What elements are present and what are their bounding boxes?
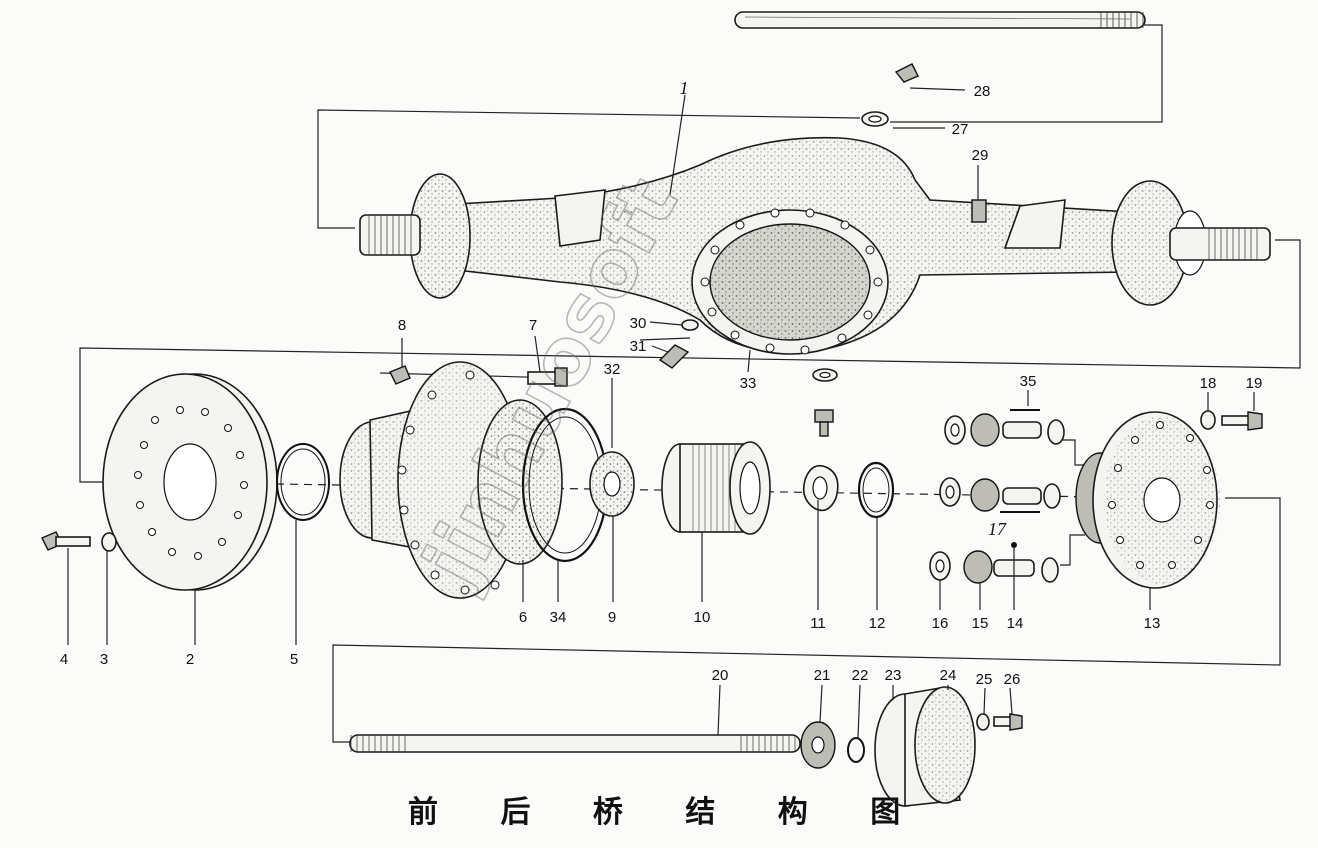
label-29: 29: [972, 147, 989, 164]
label-25: 25: [976, 671, 993, 688]
label-17: 17: [988, 519, 1007, 539]
label-16: 16: [932, 615, 949, 632]
label-8: 8: [398, 317, 406, 334]
part-23-24-hub-cap: [874, 686, 976, 807]
part-18-washer: [1200, 410, 1216, 430]
part-12-snapring: [857, 461, 895, 519]
label-20: 20: [712, 667, 729, 684]
label-35: 35: [1020, 373, 1037, 390]
label-24: 24: [940, 667, 957, 684]
label-15: 15: [972, 615, 989, 632]
label-21: 21: [814, 667, 831, 684]
label-32: 32: [604, 361, 621, 378]
part-21-gear: [800, 721, 836, 769]
part-22-ring: [847, 737, 865, 763]
part-2-disc: [102, 373, 278, 591]
label-27: 27: [952, 121, 969, 138]
label-23: 23: [885, 667, 902, 684]
assembly-lines: [79, 24, 1301, 743]
diagram-title: 前 后 桥 结 构 图: [408, 795, 926, 830]
upper-half-shaft: [734, 11, 1146, 29]
label-22: 22: [852, 667, 869, 684]
label-33: 33: [740, 375, 757, 392]
label-3: 3: [100, 651, 108, 668]
label-11: 11: [810, 615, 826, 632]
label-9: 9: [608, 609, 616, 626]
label-12: 12: [869, 615, 886, 632]
part-9-gear: [589, 451, 635, 517]
label-5: 5: [290, 651, 298, 668]
label-30: 30: [630, 315, 647, 332]
part-labels: 1 2 3 4 5 6 7 8 9 10 11 12 13 14 15 16 1…: [60, 78, 1263, 688]
planet-pin-set-middle: [939, 477, 1061, 513]
label-2: 2: [186, 651, 194, 668]
part-33-drain-plug: [812, 368, 838, 437]
label-26: 26: [1004, 671, 1021, 688]
axle-housing: [359, 136, 1271, 355]
label-13: 13: [1144, 615, 1161, 632]
part-31-bolt: [658, 344, 690, 369]
part-13-planet-carrier: [1075, 411, 1220, 589]
part-10-bearing: [661, 441, 771, 535]
label-4: 4: [60, 651, 68, 668]
part-11-lockwasher: [802, 464, 839, 512]
part-26-bolt: [993, 713, 1023, 731]
label-10: 10: [694, 609, 711, 626]
label-18: 18: [1200, 375, 1217, 392]
part-28-clip: [894, 63, 919, 83]
part-7-fitting: [527, 367, 568, 387]
label-19: 19: [1246, 375, 1263, 392]
part-6-carrier: [339, 361, 563, 599]
planet-pin-set-bottom: [929, 542, 1059, 584]
label-34: 34: [550, 609, 567, 626]
label-7: 7: [529, 317, 537, 334]
label-6: 6: [519, 609, 527, 626]
part-19-bolt: [1221, 411, 1263, 431]
label-28: 28: [974, 83, 991, 100]
planet-pin-set-top: [944, 409, 1065, 447]
part-5-gasket: [276, 443, 330, 521]
label-14: 14: [1007, 615, 1024, 632]
part-30-nut: [681, 319, 699, 331]
part-20-half-shaft: [349, 734, 801, 753]
part-3-washer: [101, 532, 117, 552]
label-1: 1: [680, 78, 689, 98]
label-leaders: [67, 87, 1255, 739]
part-25-washer: [976, 713, 990, 731]
part-8-plug: [389, 365, 411, 385]
part-27-washer: [861, 111, 889, 127]
label-31: 31: [630, 338, 647, 355]
part-4-bolt: [41, 531, 91, 551]
